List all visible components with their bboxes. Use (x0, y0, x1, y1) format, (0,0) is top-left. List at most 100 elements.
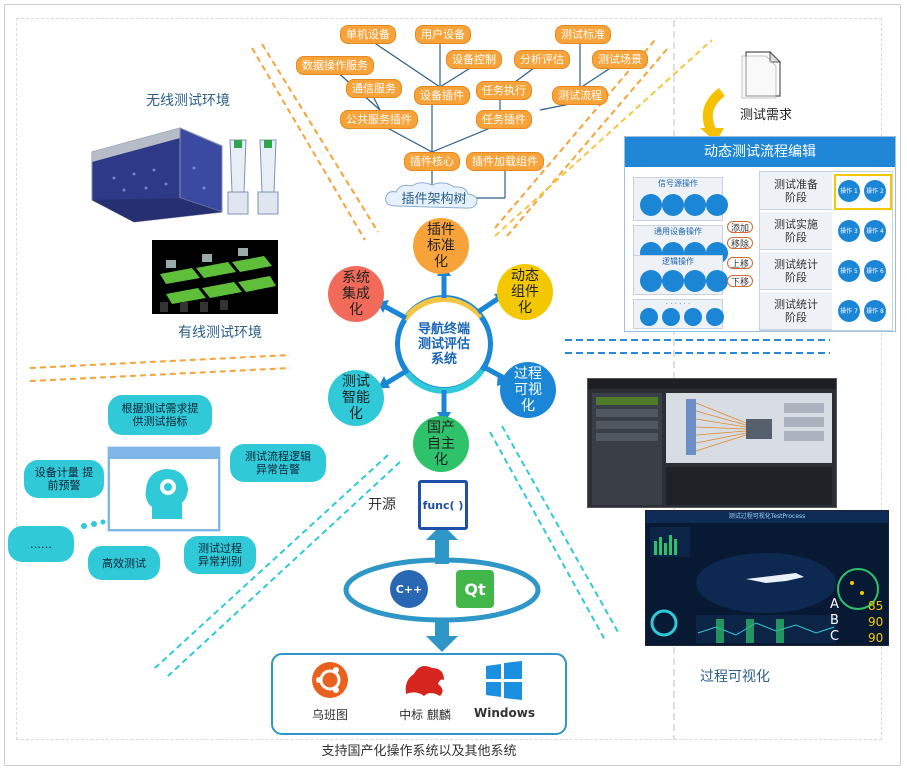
stage-stats-2-label: 测试统计 阶段 (774, 297, 818, 324)
signal-op-3[interactable] (684, 194, 706, 216)
visualization-caption: 过程可视化 (700, 669, 770, 685)
flow-editor-title: 动态测试流程编辑 (625, 137, 895, 167)
ai-bubble-indicators-text: 根据测试需求提 供测试指标 (121, 402, 199, 428)
ai-bubble-metering-text: 设备计量 提前预警 (34, 466, 94, 492)
op-4[interactable]: 操作 4 (864, 220, 886, 242)
tree-node-device-control: 设备控制 (446, 50, 502, 69)
op-6[interactable]: 操作 6 (864, 260, 886, 282)
stage-stats-2[interactable]: 测试统计 阶段 (760, 292, 832, 330)
tree-root-label: 插件架构树 (401, 192, 467, 207)
tree-node-device-plugin: 设备插件 (414, 86, 470, 105)
ss2-val-c: 90 (868, 631, 884, 645)
group-general-device-title: 通用设备操作 (654, 227, 702, 236)
hub-domestic-autonomy-label: 国产 自主化 (427, 420, 455, 468)
tree-node-data-op-service: 数据操作服务 (296, 56, 374, 75)
func-icon: func( ) (418, 480, 468, 530)
stage-stats-1[interactable]: 测试统计 阶段 (760, 252, 832, 290)
stage-stats-1-label: 测试统计 阶段 (774, 257, 818, 284)
more-op-1[interactable] (640, 308, 658, 326)
ss2-dashboard (650, 527, 879, 643)
hub-process-visualization: 过程 可视化 (500, 362, 556, 418)
group-more: · · · · · · (633, 299, 724, 329)
move-up-button[interactable]: 上移 (727, 257, 753, 270)
more-op-4[interactable] (706, 308, 724, 326)
logic-op-3[interactable] (684, 270, 706, 292)
signal-op-4[interactable] (706, 194, 728, 216)
op-1[interactable]: 操作 1 (838, 180, 860, 202)
tree-node-task-exec: 任务执行 (476, 81, 532, 100)
hub-center: 导航终端 测试评估 系统 (400, 302, 488, 386)
op-2[interactable]: 操作 2 (864, 180, 886, 202)
open-source-label: 开源 (368, 497, 396, 513)
card-header-bar (110, 449, 218, 459)
ss2-title: 测试过程可视化TestProcess (646, 511, 888, 523)
more-op-3[interactable] (684, 308, 702, 326)
tree-node-user-device: 用户设备 (415, 25, 471, 44)
ai-bubble-more-text: …… (30, 537, 52, 551)
op-3[interactable]: 操作 3 (838, 220, 860, 242)
ss1-log (666, 467, 832, 505)
signal-op-2[interactable] (662, 194, 684, 216)
group-logic-title: 逻辑操作 (662, 257, 694, 266)
cloud-icon (385, 182, 478, 209)
logic-op-2[interactable] (662, 270, 684, 292)
group-signal-source-title: 信号源操作 (658, 179, 698, 188)
more-op-2[interactable] (662, 308, 680, 326)
tree-node-test-flow: 测试流程 (552, 86, 608, 105)
remove-button[interactable]: 移除 (727, 237, 753, 250)
wired-env-label: 有线测试环境 (178, 325, 262, 341)
ubuntu-icon (312, 662, 348, 698)
tree-node-plugin-loader: 插件加载组件 (466, 152, 544, 171)
move-down-button[interactable]: 下移 (727, 275, 753, 288)
tree-node-standalone-device: 单机设备 (340, 25, 396, 44)
ss1-canvas (666, 393, 832, 463)
software-screenshot-1 (587, 378, 837, 508)
ai-bubble-efficient-text: 高效测试 (102, 556, 146, 570)
hub-domestic-autonomy: 国产 自主化 (413, 416, 469, 472)
hub-test-intelligence: 测试 智能化 (328, 370, 384, 426)
hub-dynamic-component-label: 动态 组件化 (511, 268, 539, 316)
ss2-val-b: 90 (868, 615, 884, 629)
ss2-val-a: 85 (868, 599, 884, 613)
ss1-titlebar (588, 379, 836, 389)
document-icon (741, 50, 782, 99)
ai-bubble-metering: 设备计量 提前预警 (24, 460, 104, 498)
outer-frame (4, 4, 901, 766)
ss1-row (596, 409, 658, 417)
windows-icon (486, 661, 522, 700)
group-more-dots: · · · · · · (665, 300, 691, 308)
tree-node-plugin-core: 插件核心 (404, 152, 460, 171)
ss1-row (596, 397, 658, 405)
stage-table: 测试准备 阶段 测试实施 阶段 测试统计 阶段 测试统计 阶段 操作 1 操作 … (759, 171, 893, 331)
ss1-row (596, 433, 658, 441)
op-5[interactable]: 操作 5 (838, 260, 860, 282)
signal-op-1[interactable] (640, 194, 662, 216)
inner-frame (16, 18, 882, 740)
qt-icon: Qt (456, 570, 494, 608)
stage-implement[interactable]: 测试实施 阶段 (760, 212, 832, 250)
op-7[interactable]: 操作 7 (838, 300, 860, 322)
ss1-left-panel (592, 393, 662, 505)
cpp-icon: C++ (390, 570, 428, 608)
tree-node-task-plugin: 任务插件 (476, 110, 532, 129)
ss2-abc-b: B (830, 613, 839, 628)
anechoic-chamber-image (91, 127, 279, 223)
ai-bubble-efficient: 高效测试 (88, 546, 160, 580)
hub-system-integration: 系统 集成化 (328, 266, 384, 322)
hub-center-label: 导航终端 测试评估 系统 (417, 321, 470, 367)
logic-op-4[interactable] (706, 270, 728, 292)
tree-node-comm-service: 通信服务 (346, 79, 402, 98)
flow-editor: 动态测试流程编辑 信号源操作 通用设备操作 逻辑操作 · · · · · · 添… (624, 136, 896, 332)
tree-node-analysis-eval: 分析评估 (514, 50, 570, 69)
windows-label: Windows (474, 706, 535, 720)
group-logic-box: 逻辑操作 (633, 255, 728, 295)
logic-op-1[interactable] (640, 270, 662, 292)
op-8[interactable]: 操作 8 (864, 300, 886, 322)
ai-bubble-more: …… (8, 526, 74, 562)
add-button[interactable]: 添加 (727, 221, 753, 234)
stage-prepare[interactable]: 测试准备 阶段 (760, 172, 832, 210)
group-signal-source: 信号源操作 (633, 177, 728, 221)
hub-plugin-standardization: 插件 标准化 (413, 218, 469, 274)
kylin-icon (405, 666, 444, 696)
